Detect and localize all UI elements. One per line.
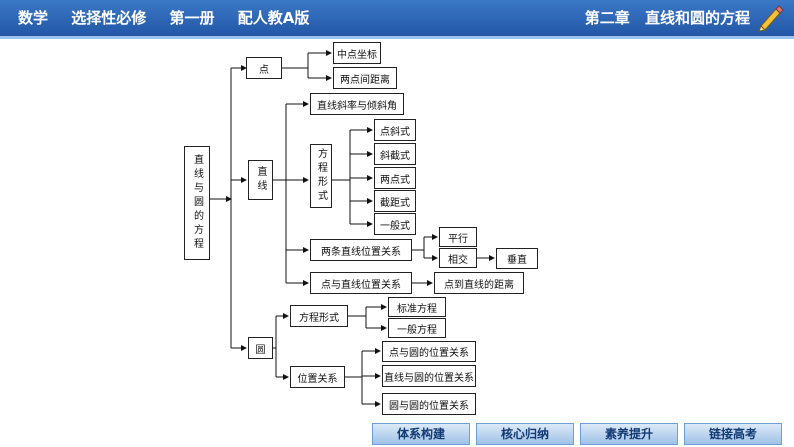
node-two-point-distance: 两点间距离 bbox=[333, 67, 397, 89]
header-underline bbox=[0, 36, 794, 39]
volume-label: 第一册 bbox=[169, 9, 215, 27]
edition-label: 配人教A版 bbox=[237, 9, 310, 27]
node-point-circle-relation: 点与圆的位置关系 bbox=[382, 341, 476, 362]
node-intersect: 相交 bbox=[439, 248, 477, 268]
node-two-lines-relation: 两条直线位置关系 bbox=[310, 239, 412, 261]
node-midpoint: 中点坐标 bbox=[333, 42, 381, 64]
node-parallel: 平行 bbox=[439, 227, 477, 247]
chapter-info: 第二章 直线和圆的方程 bbox=[575, 0, 750, 36]
bottom-navigation: 体系构建 核心归纳 素养提升 链接高考 bbox=[368, 421, 794, 447]
node-standard-equation: 标准方程 bbox=[388, 297, 446, 317]
node-general-equation: 一般方程 bbox=[388, 318, 446, 338]
nav-system-construction-button[interactable]: 体系构建 bbox=[372, 423, 470, 445]
course-label: 选择性必修 bbox=[71, 9, 147, 27]
root-node: 直线与圆的方程 bbox=[184, 146, 210, 260]
node-point-line-distance: 点到直线的距离 bbox=[434, 272, 524, 294]
nav-core-summary-button[interactable]: 核心归纳 bbox=[476, 423, 574, 445]
node-form-point-slope: 点斜式 bbox=[374, 119, 416, 141]
chapter-title: 直线和圆的方程 bbox=[644, 9, 750, 27]
node-circle-circle-relation: 圆与圆的位置关系 bbox=[382, 393, 476, 415]
node-circle-position: 位置关系 bbox=[290, 366, 345, 388]
header-bar: 数学 选择性必修 第一册 配人教A版 第二章 直线和圆的方程 bbox=[0, 0, 794, 36]
node-circle-equation-forms: 方程形式 bbox=[290, 305, 348, 327]
node-circle: 圆 bbox=[248, 337, 273, 359]
node-form-two-point: 两点式 bbox=[374, 167, 416, 189]
node-equation-forms: 方程形式 bbox=[310, 144, 332, 208]
node-perpendicular: 垂直 bbox=[496, 248, 538, 269]
chapter-label: 第二章 bbox=[584, 9, 630, 27]
node-slope: 直线斜率与倾斜角 bbox=[310, 93, 404, 115]
node-line: 直线 bbox=[248, 160, 273, 200]
course-info: 数学 选择性必修 第一册 配人教A版 bbox=[18, 0, 327, 36]
subject-label: 数学 bbox=[18, 9, 49, 27]
node-form-general: 一般式 bbox=[374, 213, 416, 235]
nav-literacy-improvement-button[interactable]: 素养提升 bbox=[580, 423, 678, 445]
node-point: 点 bbox=[246, 57, 282, 79]
node-form-intercept: 截距式 bbox=[374, 190, 416, 212]
node-form-slope-intercept: 斜截式 bbox=[374, 143, 416, 165]
pencil-icon bbox=[758, 5, 784, 32]
node-line-circle-relation: 直线与圆的位置关系 bbox=[382, 365, 476, 387]
nav-link-exam-button[interactable]: 链接高考 bbox=[684, 423, 782, 445]
node-point-line-relation: 点与直线位置关系 bbox=[310, 272, 412, 294]
